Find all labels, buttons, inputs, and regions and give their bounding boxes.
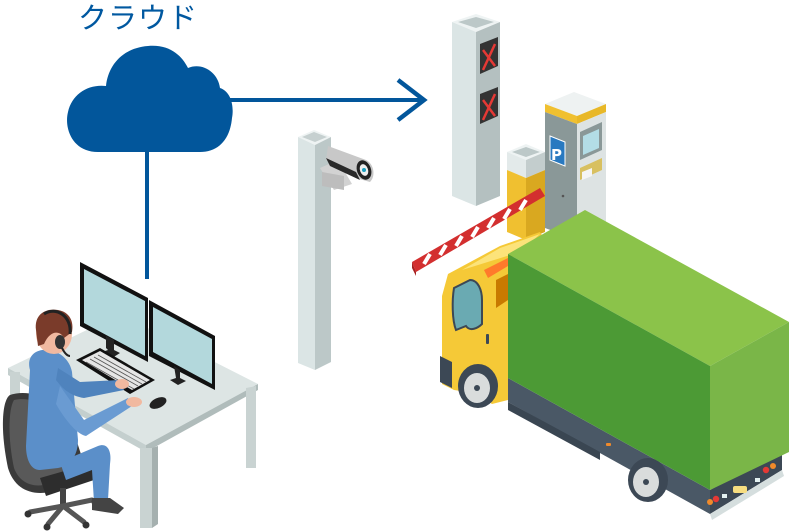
cargo-rear — [710, 322, 789, 490]
parking-sign-letter: P — [551, 146, 562, 164]
truck-wheel-front — [458, 364, 498, 408]
truck — [440, 210, 789, 520]
truck-wheel-rear — [628, 458, 668, 502]
cloud-icon — [67, 45, 233, 152]
security-camera-icon — [320, 146, 374, 190]
barrier-arm — [412, 188, 545, 276]
cloud-label: クラウド — [78, 1, 199, 35]
signal-indicator-2 — [480, 87, 498, 124]
truck-cargo-box — [508, 210, 789, 490]
operator-station — [2, 262, 258, 531]
truck-cab — [440, 232, 545, 404]
camera-pole — [298, 130, 331, 370]
connector-cloud-gate-arrow — [220, 78, 428, 122]
operator-person — [26, 309, 142, 514]
keyboard — [76, 348, 155, 394]
cargo-side — [508, 254, 710, 490]
parking-sign: P — [549, 135, 566, 167]
signal-indicator-1 — [480, 37, 498, 74]
monitor-right — [149, 300, 215, 390]
cargo-top — [508, 210, 789, 366]
signal-pillar — [452, 14, 500, 206]
parking-payment-machine: P — [545, 92, 606, 240]
mouse — [149, 397, 167, 409]
